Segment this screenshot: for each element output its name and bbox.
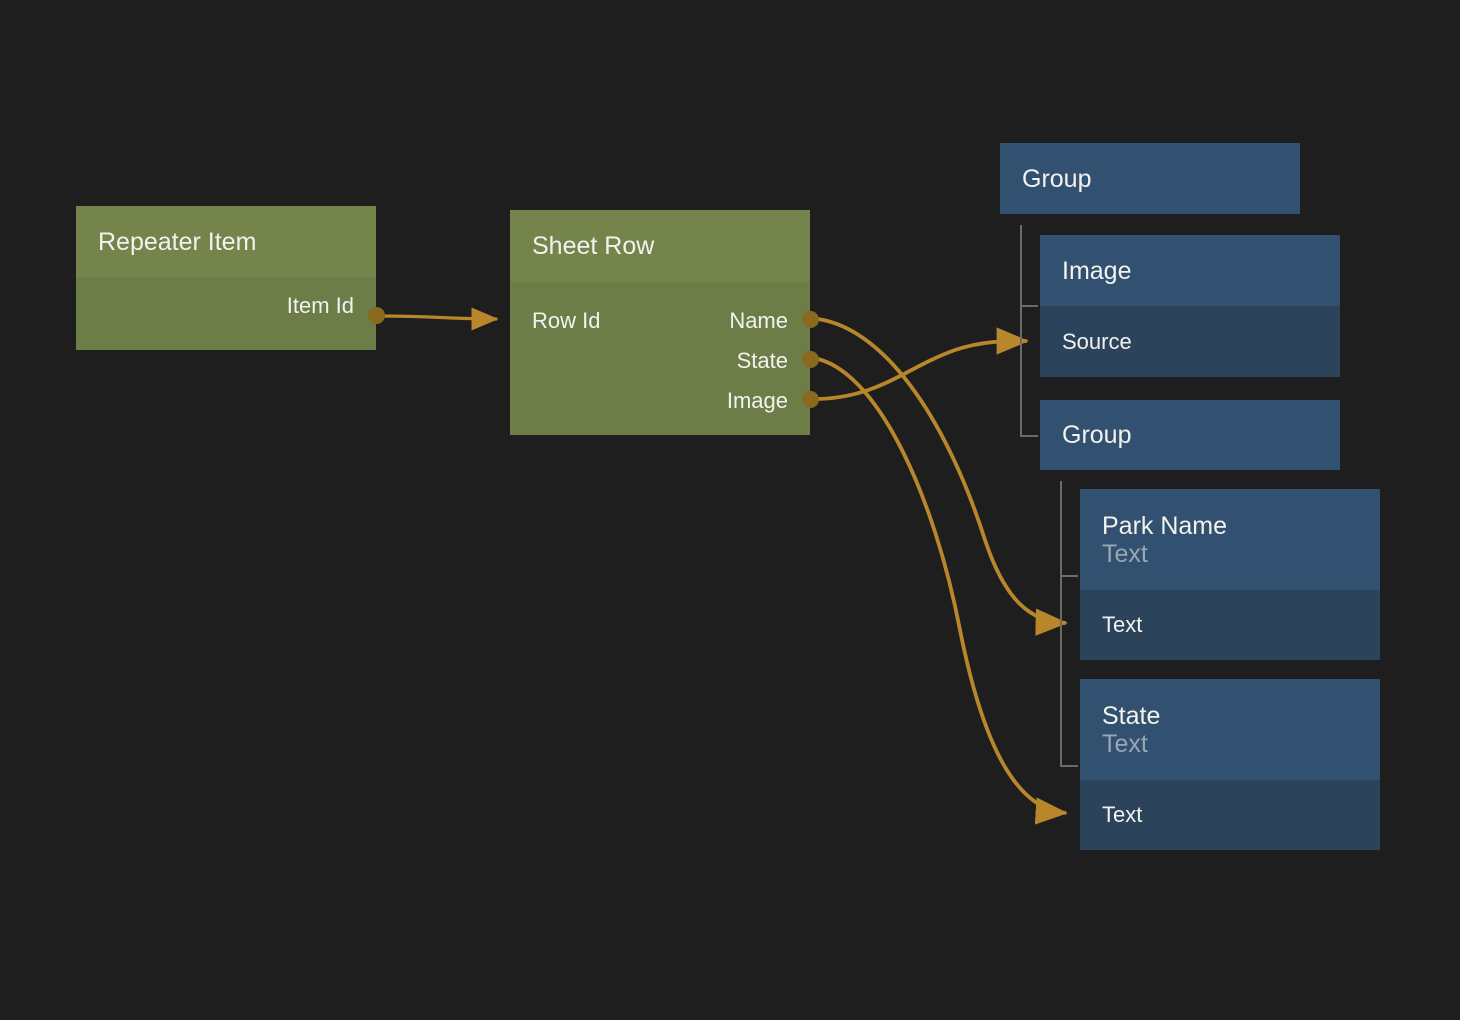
- wire-image-to-source: [817, 327, 1029, 401]
- port-source-label[interactable]: Source: [1062, 329, 1132, 354]
- node-park-name-title: Park Name: [1102, 511, 1228, 540]
- port-dot-image[interactable]: [802, 391, 819, 408]
- tree-stub-park-name: [1060, 575, 1078, 577]
- port-state-text-label[interactable]: Text: [1102, 802, 1143, 827]
- node-state-header: State Text: [1080, 679, 1380, 780]
- node-state[interactable]: State Text Text: [1080, 679, 1380, 850]
- tree-stub-group-bottom: [1020, 435, 1038, 437]
- node-state-title: State: [1102, 701, 1161, 730]
- node-park-name-header: Park Name Text: [1080, 489, 1380, 590]
- wire-name-to-park-name-text: [817, 317, 1068, 636]
- node-image-body: Source: [1040, 306, 1340, 377]
- node-group-bottom-title: Group: [1062, 421, 1132, 449]
- tree-stub-image: [1020, 305, 1038, 307]
- node-sheet-row-title: Sheet Row: [532, 231, 655, 260]
- node-park-name-subtitle: Text: [1102, 539, 1148, 568]
- port-row-id-label[interactable]: Row Id: [532, 308, 601, 333]
- node-image[interactable]: Image Source: [1040, 235, 1340, 377]
- wire-item-id-to-row-id: [379, 307, 499, 331]
- tree-bracket-top-group: [1020, 225, 1022, 437]
- port-state-label[interactable]: State: [736, 348, 788, 373]
- node-group-top[interactable]: Group: [1000, 143, 1300, 214]
- node-park-name[interactable]: Park Name Text Text: [1080, 489, 1380, 660]
- tree-bracket-bottom-group: [1060, 481, 1062, 767]
- node-group-top-title: Group: [1022, 164, 1092, 193]
- node-park-name-body: Text: [1080, 590, 1380, 660]
- node-group-bottom-header: Group: [1040, 400, 1340, 470]
- node-repeater-item-header: Repeater Item: [76, 206, 376, 278]
- wire-state-to-state-text: [817, 357, 1068, 825]
- node-image-title: Image: [1062, 256, 1132, 285]
- node-sheet-row-body: Row Id Name State Image: [510, 282, 810, 435]
- node-group-bottom[interactable]: Group: [1040, 400, 1340, 470]
- node-group-top-header: Group: [1000, 143, 1300, 214]
- port-image-label[interactable]: Image: [726, 388, 788, 413]
- tree-stub-state: [1060, 765, 1078, 767]
- node-image-header: Image: [1040, 235, 1340, 306]
- port-dot-item-id[interactable]: [368, 307, 385, 324]
- port-dot-state[interactable]: [802, 351, 819, 368]
- node-sheet-row-header: Sheet Row: [510, 210, 810, 282]
- port-park-name-text-label[interactable]: Text: [1102, 612, 1143, 637]
- node-repeater-item[interactable]: Repeater Item Item Id: [76, 206, 376, 350]
- port-item-id-label[interactable]: Item Id: [286, 293, 354, 318]
- node-state-body: Text: [1080, 780, 1380, 850]
- port-dot-name[interactable]: [802, 311, 819, 328]
- node-sheet-row[interactable]: Sheet Row Row Id Name State Image: [510, 210, 810, 435]
- port-name-label[interactable]: Name: [729, 308, 788, 333]
- node-repeater-item-body: Item Id: [76, 278, 376, 350]
- node-state-subtitle: Text: [1102, 729, 1148, 758]
- node-repeater-item-title: Repeater Item: [98, 227, 257, 256]
